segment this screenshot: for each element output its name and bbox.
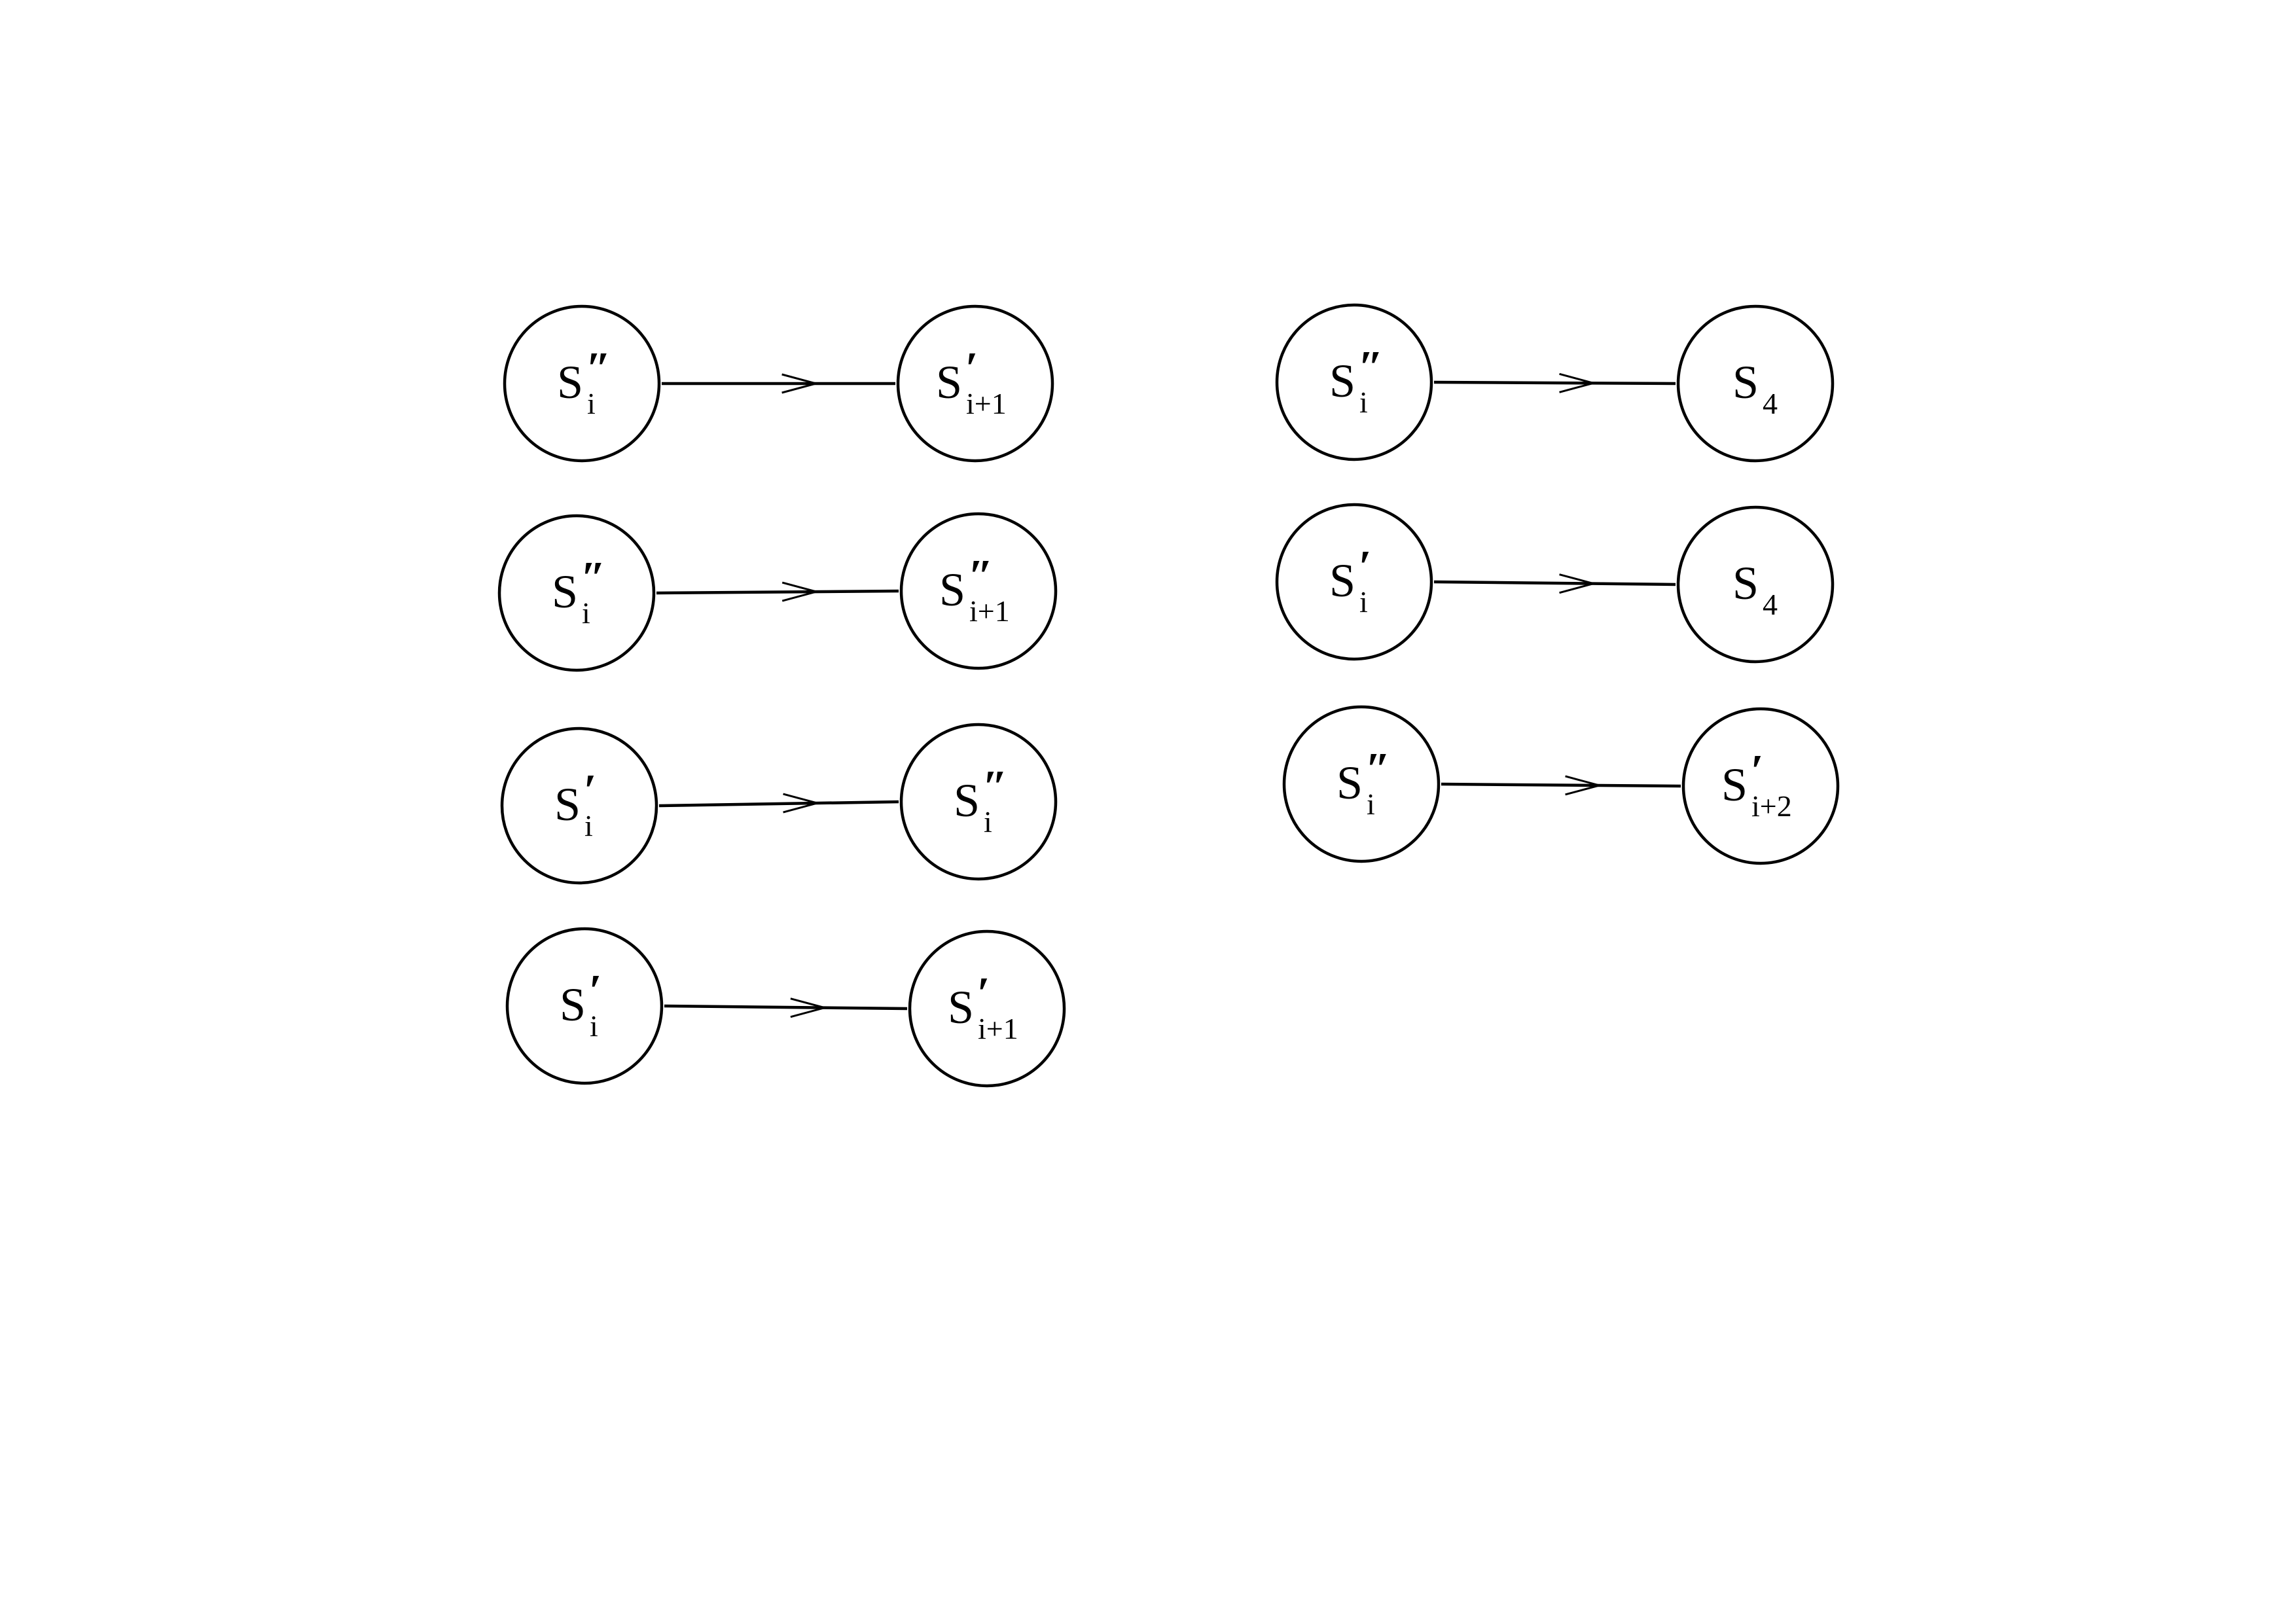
node-label-prime: ″ xyxy=(1365,744,1391,795)
source-state-node: S″i xyxy=(497,514,656,672)
node-label-subscript: i xyxy=(587,387,596,420)
node-label-prime: ″ xyxy=(1358,342,1384,393)
node-label-subscript: i xyxy=(1367,787,1375,821)
node-circle xyxy=(1275,503,1433,661)
target-state-node: S′i+2 xyxy=(1681,707,1840,865)
node-label-subscript: i xyxy=(584,809,593,842)
node-label-base: S xyxy=(954,774,980,827)
node-label-base: S xyxy=(948,981,974,1033)
arrowhead-icon xyxy=(1565,775,1604,796)
node-label-prime: ′ xyxy=(965,344,978,394)
node-circle xyxy=(505,927,664,1085)
arrowhead-icon xyxy=(790,997,829,1018)
source-state-node: S′i xyxy=(505,927,664,1085)
target-state-node: S′i+1 xyxy=(908,929,1066,1088)
node-label-base: S xyxy=(557,356,583,408)
node-label-base: S xyxy=(1329,554,1355,607)
node-label-base: S xyxy=(936,356,962,408)
target-state-node: S″i xyxy=(899,723,1058,881)
node-circle xyxy=(503,304,661,463)
edge-line xyxy=(1441,782,1681,788)
node-label-base: S xyxy=(560,979,586,1031)
node-label-prime: ′ xyxy=(1358,542,1371,592)
source-state-node: S″i xyxy=(503,304,661,463)
target-state-node: S′i+1 xyxy=(896,304,1054,463)
node-label-base: S xyxy=(1721,759,1748,811)
node-circle xyxy=(500,727,658,885)
arrowhead-icon xyxy=(781,581,820,602)
node-label-prime: ′ xyxy=(1750,746,1763,797)
arrowhead-icon xyxy=(1559,573,1598,594)
node-label-subscript: i+2 xyxy=(1751,789,1792,823)
node-label-prime: ′ xyxy=(583,766,596,816)
node-circle xyxy=(896,304,1054,463)
node-label-subscript: i xyxy=(1359,585,1368,619)
node-label-subscript: i xyxy=(1359,386,1368,419)
node-label-base: S xyxy=(1732,356,1759,408)
source-state-node: S″i xyxy=(1275,303,1433,461)
node-label-prime: ′ xyxy=(588,966,601,1016)
node-circle xyxy=(899,512,1058,670)
source-state-node: S′i xyxy=(1275,503,1433,661)
node-label-subscript: i+1 xyxy=(966,387,1007,420)
node-circle xyxy=(497,514,656,672)
node-circle xyxy=(1275,303,1433,461)
node-label-subscript: i xyxy=(582,596,590,630)
node-circle xyxy=(899,723,1058,881)
edge-line xyxy=(1433,580,1676,586)
node-circle xyxy=(1676,505,1835,664)
node-label-base: S xyxy=(1336,757,1363,809)
node-label-subscript: 4 xyxy=(1763,588,1778,621)
edge-line xyxy=(664,1004,908,1011)
edge-line xyxy=(656,589,899,595)
node-label-base: S xyxy=(552,566,578,618)
arrowhead-icon xyxy=(783,793,821,814)
node-circle xyxy=(1681,707,1840,865)
node-label-base: S xyxy=(1329,355,1355,407)
node-circle xyxy=(908,929,1066,1088)
node-label-base: S xyxy=(939,564,965,616)
node-label-prime: ″ xyxy=(581,553,606,603)
node-label-prime: ″ xyxy=(586,344,611,394)
edge-line xyxy=(1433,380,1676,386)
node-label-subscript: i+1 xyxy=(978,1012,1018,1045)
node-label-base: S xyxy=(1732,557,1759,609)
node-label-subscript: i xyxy=(590,1009,598,1043)
node-label-prime: ″ xyxy=(968,551,994,602)
source-state-node: S″i xyxy=(1282,705,1441,863)
source-state-node: S′i xyxy=(500,727,658,885)
node-label-base: S xyxy=(554,778,581,831)
arrowhead-icon xyxy=(781,373,820,394)
node-circle xyxy=(1282,705,1441,863)
node-label-prime: ″ xyxy=(982,762,1008,812)
arrowhead-icon xyxy=(1559,372,1598,393)
target-state-node: S″i+1 xyxy=(899,512,1058,670)
node-label-subscript: i xyxy=(984,805,992,838)
node-circle xyxy=(1676,304,1835,463)
edge-line xyxy=(658,800,899,808)
node-label-subscript: 4 xyxy=(1763,387,1778,420)
node-label-prime: ′ xyxy=(977,969,990,1019)
node-label-subscript: i+1 xyxy=(969,594,1010,628)
